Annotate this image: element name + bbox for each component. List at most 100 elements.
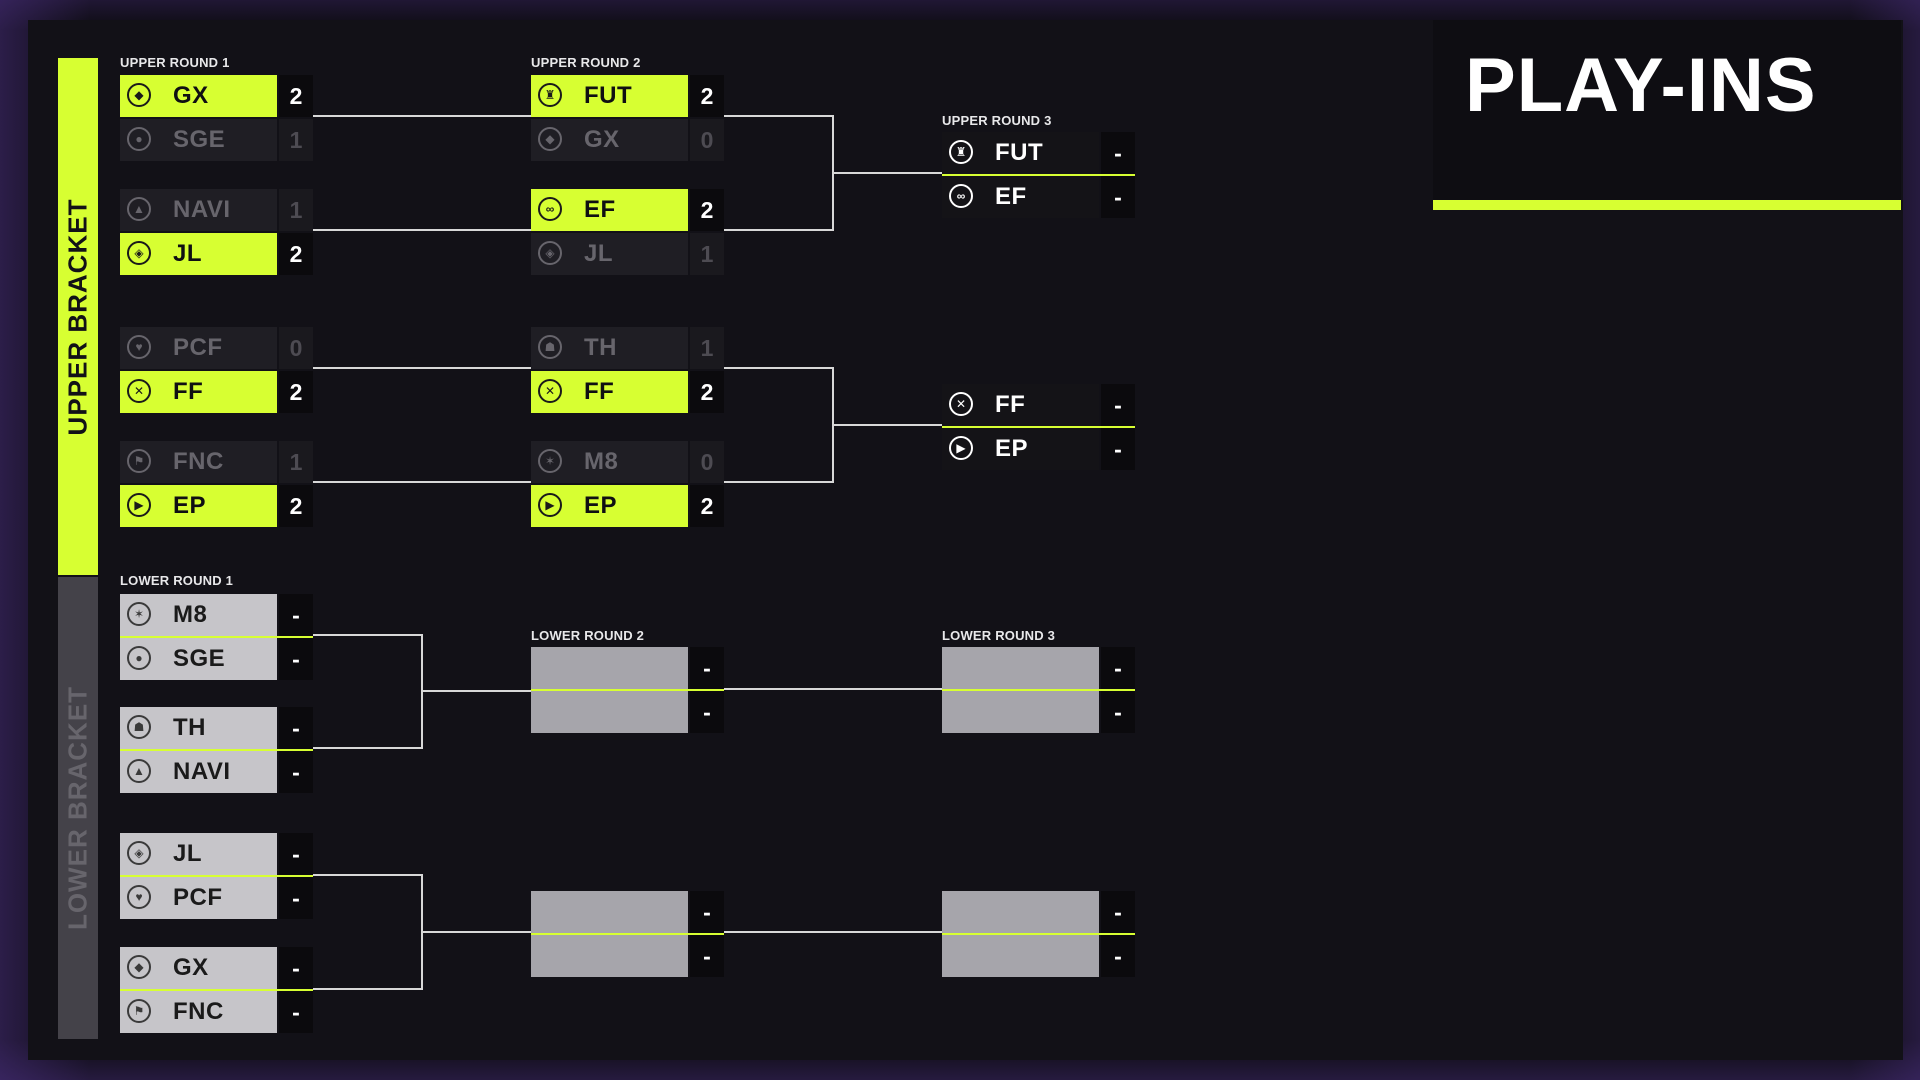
team-name: FF (173, 378, 204, 405)
match-divider (120, 875, 313, 877)
team-slot-tbd[interactable]: - (942, 691, 1135, 733)
team-score: - (1101, 176, 1135, 218)
team-slot-tbd[interactable]: - (531, 647, 724, 689)
team-slot[interactable]: ✕FF 2 (120, 371, 313, 413)
team-name: JL (173, 240, 203, 267)
team-score: - (279, 594, 313, 636)
match-lower-r2-2[interactable]: - - (531, 891, 724, 977)
round-label-lower-1: LOWER ROUND 1 (120, 573, 234, 588)
jl-logo-icon: ◈ (127, 241, 151, 265)
round-label-upper-3: UPPER ROUND 3 (942, 113, 1052, 128)
team-score: - (279, 947, 313, 989)
team-slot-tbd[interactable]: - (942, 935, 1135, 977)
team-name: GX (173, 82, 209, 109)
team-slot[interactable]: ✶M8 0 (531, 441, 724, 483)
match-upper-r1-1[interactable]: ◆GX 2 ●SGE 1 (120, 75, 313, 161)
round-label-upper-2: UPPER ROUND 2 (531, 55, 641, 70)
team-score: 2 (279, 485, 313, 527)
team-name: TH (584, 334, 617, 361)
team-name: NAVI (173, 758, 231, 785)
title-card: PLAY-INS (1433, 20, 1901, 210)
match-lower-r3-2[interactable]: - - (942, 891, 1135, 977)
team-score: 1 (690, 233, 724, 275)
team-slot[interactable]: ◈JL 1 (531, 233, 724, 275)
team-slot-tbd[interactable]: - (531, 891, 724, 933)
match-upper-r2-1[interactable]: ♜FUT 2 ◆GX 0 (531, 75, 724, 161)
match-upper-r2-4[interactable]: ✶M8 0 ▶EP 2 (531, 441, 724, 527)
sge-logo-icon: ● (127, 127, 151, 151)
team-slot[interactable]: ●SGE 1 (120, 119, 313, 161)
team-slot[interactable]: ∞EF - (942, 176, 1135, 218)
team-slot-tbd[interactable]: - (531, 691, 724, 733)
team-score: - (690, 647, 724, 689)
team-slot[interactable]: ▲NAVI 1 (120, 189, 313, 231)
team-slot[interactable]: ▶EP 2 (120, 485, 313, 527)
team-slot[interactable]: ◆GX 2 (120, 75, 313, 117)
team-slot[interactable]: ◆GX - (120, 947, 313, 989)
team-name: JL (173, 840, 203, 867)
team-slot[interactable]: ◈JL - (120, 833, 313, 875)
team-slot[interactable]: ▶EP - (942, 428, 1135, 470)
match-lower-r1-1[interactable]: ✶ M8 - ●SGE - (120, 594, 313, 680)
team-slot[interactable]: ♥PCF 0 (120, 327, 313, 369)
team-slot[interactable]: ✶ M8 - (120, 594, 313, 636)
team-score: 0 (279, 327, 313, 369)
team-slot[interactable]: ✕FF - (942, 384, 1135, 426)
team-slot[interactable]: ⚑FNC - (120, 991, 313, 1033)
team-slot-tbd[interactable]: - (942, 647, 1135, 689)
match-lower-r1-3[interactable]: ◈JL - ♥PCF - (120, 833, 313, 919)
team-slot[interactable]: ✕ FF 2 (531, 371, 724, 413)
team-slot[interactable]: ∞EF 2 (531, 189, 724, 231)
team-score: - (1101, 935, 1135, 977)
pcf-logo-icon: ♥ (127, 885, 151, 909)
match-lower-r1-4[interactable]: ◆GX - ⚑FNC - (120, 947, 313, 1033)
match-upper-r2-3[interactable]: ☗TH 1 ✕FF 2 (531, 327, 724, 413)
match-divider (942, 174, 1135, 176)
team-name: SGE (173, 126, 226, 153)
team-slot[interactable]: ◈JL 2 (120, 233, 313, 275)
sge-logo-icon: ● (127, 646, 151, 670)
team-score: - (1101, 132, 1135, 174)
team-name: M8 (173, 601, 208, 628)
match-upper-r3-2[interactable]: ✕FF - ▶EP - (942, 384, 1135, 470)
team-score: - (279, 991, 313, 1033)
match-lower-r3-1[interactable]: - - (942, 647, 1135, 733)
navi-logo-icon: ▲ (127, 197, 151, 221)
team-slot-tbd[interactable]: - (942, 891, 1135, 933)
team-slot[interactable]: ☗TH - (120, 707, 313, 749)
m8-logo-icon: ✶ (127, 602, 151, 626)
team-name: FF (995, 391, 1026, 418)
gx-logo-icon: ◆ (127, 955, 151, 979)
team-slot[interactable]: ●SGE - (120, 638, 313, 680)
match-upper-r1-2[interactable]: ▲NAVI 1 ◈JL 2 (120, 189, 313, 275)
lower-bracket-label: LOWER BRACKET (62, 685, 93, 931)
match-lower-r1-2[interactable]: ☗TH - ▲NAVI - (120, 707, 313, 793)
team-slot[interactable]: ◆GX 0 (531, 119, 724, 161)
team-slot[interactable]: ⚑FNC 1 (120, 441, 313, 483)
match-upper-r1-3[interactable]: ♥PCF 0 ✕FF 2 (120, 327, 313, 413)
team-slot-tbd[interactable]: - (531, 935, 724, 977)
team-slot[interactable]: ♜FUT 2 (531, 75, 724, 117)
team-score: 2 (279, 371, 313, 413)
team-score: - (1101, 891, 1135, 933)
team-score: 2 (690, 371, 724, 413)
connector-line (313, 988, 423, 990)
team-slot[interactable]: ▶EP 2 (531, 485, 724, 527)
team-score: - (1101, 384, 1135, 426)
upper-bracket-label: UPPER BRACKET (62, 198, 93, 435)
match-upper-r3-1[interactable]: ♜FUT - ∞EF - (942, 132, 1135, 218)
page-title: PLAY-INS (1465, 43, 1817, 128)
th-logo-icon: ☗ (538, 335, 562, 359)
team-name: FF (584, 378, 615, 405)
match-lower-r2-1[interactable]: - - (531, 647, 724, 733)
match-upper-r1-4[interactable]: ⚑FNC 1 ▶EP 2 (120, 441, 313, 527)
team-score: - (690, 691, 724, 733)
match-upper-r2-2[interactable]: ∞EF 2 ◈JL 1 (531, 189, 724, 275)
match-divider (942, 426, 1135, 428)
ff-logo-icon: ✕ (538, 379, 562, 403)
team-slot[interactable]: ▲NAVI - (120, 751, 313, 793)
team-slot[interactable]: ♜FUT - (942, 132, 1135, 174)
team-slot[interactable]: ♥PCF - (120, 877, 313, 919)
team-slot[interactable]: ☗TH 1 (531, 327, 724, 369)
connector-line (724, 688, 942, 690)
